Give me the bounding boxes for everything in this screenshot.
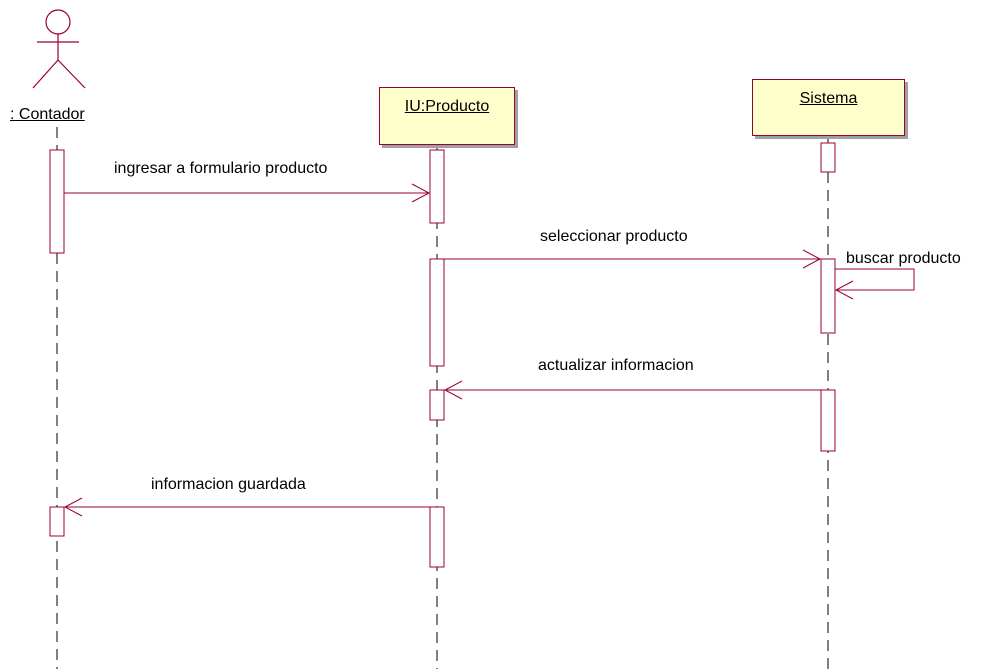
message-arrow-seleccionar [444, 249, 822, 269]
ui-activation-1 [429, 149, 445, 224]
ui-activation-2 [429, 258, 445, 367]
actor-name: : Contador [10, 106, 85, 123]
message-label-ingresar: ingresar a formulario producto [114, 160, 328, 177]
system-object-name: Sistema [799, 90, 858, 107]
message-label-buscar: buscar producto [846, 250, 961, 267]
message-label-actualizar: actualizar informacion [538, 357, 694, 374]
ui-object-box: IU:Producto [379, 87, 515, 145]
message-label-informacion: informacion guardada [151, 476, 306, 493]
message-arrow-informacion [63, 497, 430, 517]
system-activation-3 [820, 389, 836, 452]
system-activation-1 [820, 142, 836, 173]
system-object-box: Sistema [752, 79, 905, 136]
system-activation-2 [820, 258, 836, 334]
actor-activation-1 [49, 149, 65, 254]
stick-figure-icon [32, 9, 86, 89]
ui-activation-3 [429, 389, 445, 421]
ui-object-name: IU:Producto [404, 98, 490, 115]
message-arrow-buscar-self [834, 268, 915, 300]
ui-activation-4 [429, 506, 445, 568]
message-arrow-actualizar [443, 380, 821, 400]
message-arrow-ingresar [64, 183, 431, 203]
actor-activation-2 [49, 506, 65, 537]
message-label-seleccionar: seleccionar producto [540, 228, 688, 245]
